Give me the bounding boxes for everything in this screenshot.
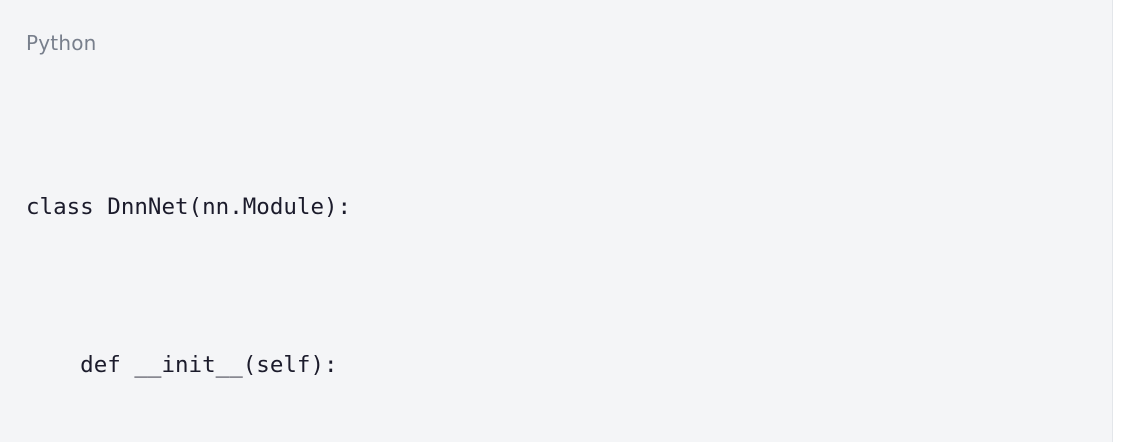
- code-line: def __init__(self):: [26, 351, 338, 378]
- code-content[interactable]: class DnnNet(nn.Module): def __init__(se…: [26, 76, 852, 442]
- language-label: Python: [26, 31, 97, 55]
- code-line: class DnnNet(nn.Module):: [26, 194, 352, 220]
